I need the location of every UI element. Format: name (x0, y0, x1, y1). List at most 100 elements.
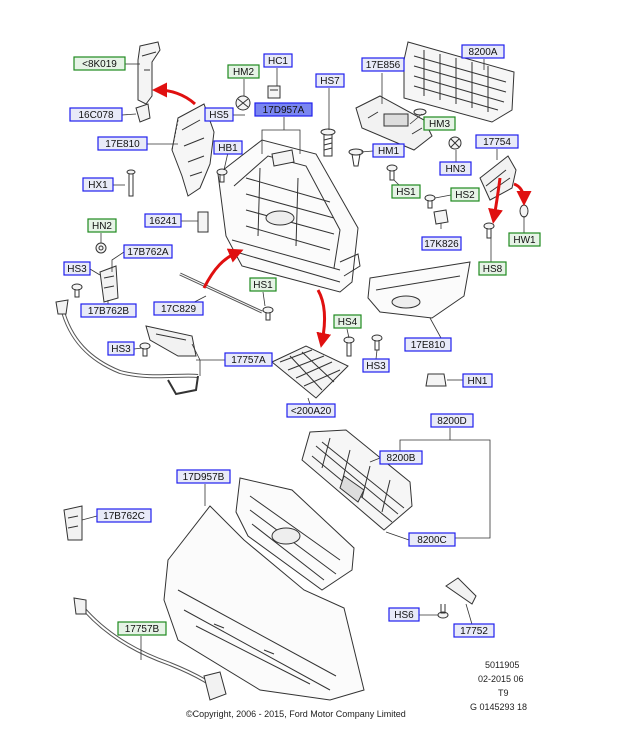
bumper-17d957a-part (217, 139, 361, 293)
callout-hs3b[interactable]: HS3 (107, 341, 135, 356)
wiring-harness-17757a-part (55, 299, 199, 396)
callout-box (408, 532, 456, 547)
clip-hc1-part (267, 85, 281, 99)
callout-text: 8200D (437, 416, 466, 427)
footer-code-1: 5011905 (485, 660, 520, 670)
callout-hs3c[interactable]: HS3 (362, 358, 390, 373)
callout-text: HM2 (233, 67, 255, 78)
screw-hs6-part (437, 604, 449, 619)
callout-hs1a[interactable]: HS1 (391, 184, 421, 199)
callout-17d957b[interactable]: 17D957B (176, 469, 231, 484)
callout-hs8[interactable]: HS8 (478, 261, 507, 276)
callout-8200b[interactable]: 8200B (379, 450, 423, 465)
callout-hs4[interactable]: HS4 (333, 314, 362, 329)
callout-17b762c[interactable]: 17B762C (96, 508, 152, 523)
callout-hm2[interactable]: HM2 (227, 64, 260, 79)
callout-box (508, 232, 541, 247)
callout-hm3[interactable]: HM3 (423, 116, 456, 131)
callout-17757a[interactable]: 17757A (224, 352, 273, 367)
callout-hc1[interactable]: HC1 (263, 53, 293, 68)
bracket-17752-part (445, 577, 477, 605)
clip-16241-part (197, 211, 209, 233)
callout-8k019[interactable]: <8K019 (73, 56, 126, 71)
callout-hn1[interactable]: HN1 (462, 373, 493, 388)
callout-hs6[interactable]: HS6 (388, 607, 420, 622)
callout-box (391, 184, 421, 199)
callout-17b762a[interactable]: 17B762A (123, 244, 173, 259)
callout-hw1[interactable]: HW1 (508, 232, 541, 247)
bumper-lower-part (163, 505, 365, 701)
callout-hm1[interactable]: HM1 (372, 143, 405, 158)
lower-grille-200a20-part (271, 345, 349, 399)
callout-8200d[interactable]: 8200D (430, 413, 474, 428)
callout-16241[interactable]: 16241 (144, 213, 182, 228)
callout-text: HS3 (67, 264, 87, 275)
clip-16c078-part (135, 103, 151, 123)
callout-17d957a[interactable]: 17D957A (254, 102, 313, 117)
callout-box (96, 508, 152, 523)
nut-hn1-part (425, 373, 447, 387)
callout-hs7[interactable]: HS7 (315, 73, 345, 88)
callout-box (63, 261, 91, 276)
callout-16c078[interactable]: 16C078 (69, 107, 123, 122)
callout-8200c[interactable]: 8200C (408, 532, 456, 547)
callout-text: HN3 (445, 164, 465, 175)
strip-17c829-part (179, 272, 263, 314)
callout-box (379, 450, 423, 465)
callout-hs5[interactable]: HS5 (204, 107, 234, 122)
screw-hs2-part (424, 194, 436, 209)
callout-text: HB1 (218, 143, 238, 154)
callout-text: 17B762A (127, 247, 168, 258)
screw-hs8-part (483, 222, 495, 239)
callout-hn2[interactable]: HN2 (87, 218, 117, 233)
callout-box (404, 337, 452, 352)
callout-17e856[interactable]: 17E856 (361, 57, 405, 72)
footer-code-2: 02-2015 06 (478, 674, 524, 684)
callout-hb1[interactable]: HB1 (213, 140, 243, 155)
callout-box (117, 621, 167, 636)
bracket-8k019-part (137, 41, 161, 105)
callout-text: HS4 (338, 317, 358, 328)
callout-17752[interactable]: 17752 (453, 623, 495, 638)
callout-text: HS3 (366, 361, 386, 372)
callout-box (450, 187, 480, 202)
callout-box (224, 352, 273, 367)
callout-17754[interactable]: 17754 (475, 134, 519, 149)
callout-hs1b[interactable]: HS1 (249, 277, 277, 292)
callout-text: HS8 (483, 264, 503, 275)
callout-17b762b[interactable]: 17B762B (80, 303, 137, 318)
callout-box (254, 102, 313, 117)
callout-text: 17K826 (424, 239, 459, 250)
callout-text: 17757B (125, 624, 160, 635)
callout-text: 17B762C (103, 511, 145, 522)
callout-hn3[interactable]: HN3 (439, 161, 472, 176)
callout-hs2[interactable]: HS2 (450, 187, 480, 202)
callout-17e810b[interactable]: 17E810 (404, 337, 452, 352)
callout-text: HS3 (111, 344, 131, 355)
callout-8200a[interactable]: 8200A (461, 44, 505, 59)
callout-text: 16241 (149, 216, 177, 227)
callout-box (430, 413, 474, 428)
callout-text: HM3 (429, 119, 451, 130)
callout-hs3a[interactable]: HS3 (63, 261, 91, 276)
callout-text: 8200A (469, 47, 498, 58)
callout-box (478, 261, 507, 276)
callout-box (213, 140, 243, 155)
callout-box (333, 314, 362, 329)
callout-text: 17757A (231, 355, 266, 366)
callout-box (176, 469, 231, 484)
callout-17e810a[interactable]: 17E810 (97, 136, 148, 151)
callout-text: HS1 (396, 187, 416, 198)
callout-200a20[interactable]: <200A20 (286, 403, 336, 418)
screw-hs3-left-part (71, 283, 83, 298)
callout-text: HX1 (88, 180, 108, 191)
callout-text: 8200B (387, 453, 416, 464)
callout-17k826[interactable]: 17K826 (421, 236, 462, 251)
callout-box (153, 301, 204, 316)
callout-17c829[interactable]: 17C829 (153, 301, 204, 316)
footer-code-3: T9 (498, 688, 509, 698)
callout-hx1[interactable]: HX1 (82, 177, 114, 192)
callout-box (372, 143, 405, 158)
callout-17757b[interactable]: 17757B (117, 621, 167, 636)
